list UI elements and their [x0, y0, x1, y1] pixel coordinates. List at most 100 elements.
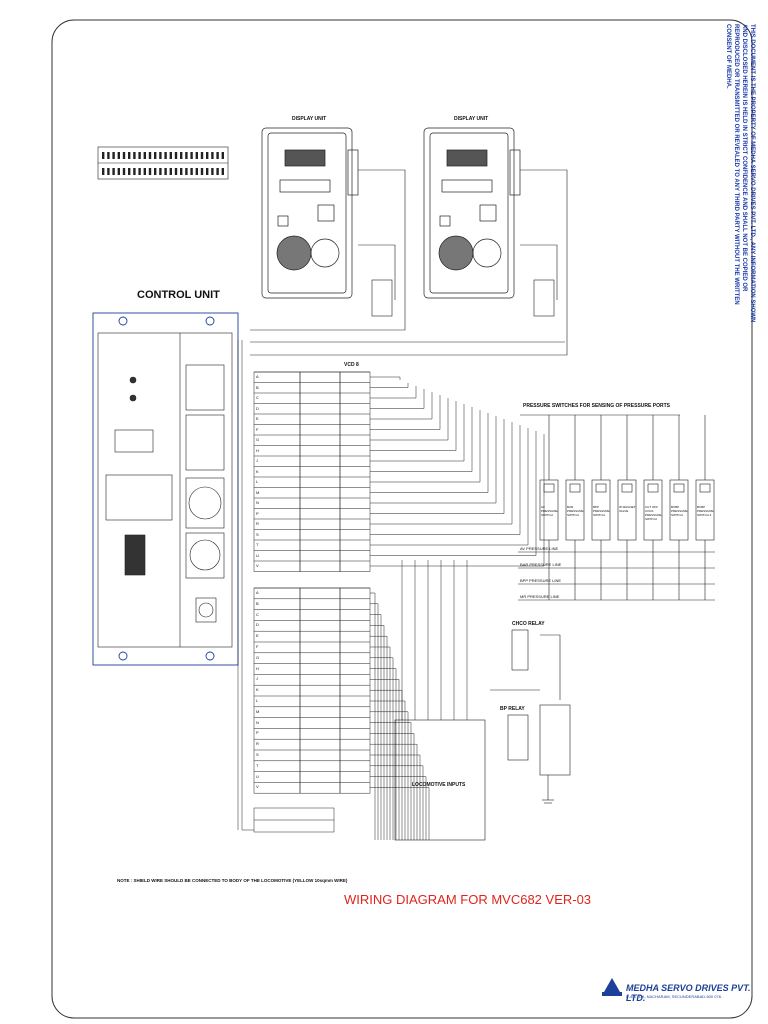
- strip-pin: [169, 152, 172, 159]
- connector-pin-letter: B: [256, 384, 259, 390]
- pressure-switch-contact: [699, 483, 711, 493]
- connector-pin-letter: B: [256, 600, 259, 606]
- wire: [370, 657, 394, 840]
- wire: [370, 592, 376, 840]
- strip-pin: [185, 168, 188, 175]
- pressure-switches-label: PRESSURE SWITCHES FOR SENSING OF PRESSUR…: [523, 403, 670, 409]
- wire: [370, 776, 427, 840]
- wire: [370, 395, 441, 430]
- strip-pin: [206, 152, 209, 159]
- copyright-notice: THIS DOCUMENT IS THE PROPERTY OF MEDHA S…: [725, 24, 755, 323]
- connector-pin-letter: V: [256, 784, 259, 790]
- connector-pin-letter: L: [256, 698, 259, 703]
- wire: [370, 603, 379, 840]
- strip-pin: [117, 152, 120, 159]
- connector-vcd-area: [339, 587, 371, 794]
- connector-pin-letter: C: [256, 395, 259, 400]
- pressure-switch-label: IP MAGNET VALVE: [619, 505, 636, 513]
- vcd-label: VCD 8: [344, 362, 359, 368]
- connector-pin-letter: H: [256, 447, 259, 453]
- connector-pin-letter: D: [256, 622, 259, 628]
- pressure-line-label: BPP PRESSURE LINE: [520, 578, 562, 583]
- connector-pin-letter: G: [256, 437, 260, 442]
- company-address: P-4/5, IDA, NACHARAM, SECUNDERABAD-500 0…: [626, 994, 723, 999]
- strip-pin: [221, 152, 224, 159]
- connector-wire-area: [299, 371, 341, 572]
- connector-block: [253, 587, 301, 794]
- strip-pin: [190, 152, 193, 159]
- wire: [370, 376, 401, 380]
- strip-pin: [102, 168, 105, 175]
- wire: [370, 422, 513, 525]
- wire: [370, 398, 449, 441]
- wire: [370, 668, 397, 840]
- pressure-line-label: AV PRESSURE LINE: [520, 546, 559, 551]
- pressure-switch-label: BCBP PRESSURE SWITCH 2: [697, 505, 714, 517]
- pressure-line-label: MR PRESSURE LINE: [520, 594, 560, 599]
- strip-pin: [164, 152, 167, 159]
- wire: [370, 416, 497, 504]
- strip-pin: [190, 168, 193, 175]
- wire: [370, 722, 412, 840]
- shield-note: NOTE : SHIELD WIRE SHOULD BE CONNECTED T…: [117, 878, 348, 883]
- strip-pin: [216, 152, 219, 159]
- connector-pin-letter: U: [256, 552, 259, 558]
- pressure-switch-contact: [647, 483, 659, 493]
- strip-pin: [174, 152, 178, 159]
- connector-pin-letter: D: [256, 405, 259, 411]
- strip-pin: [154, 152, 157, 159]
- control-unit-label: CONTROL UNIT: [137, 289, 220, 301]
- connector-pin-letter: J: [256, 676, 258, 682]
- locomotive-inputs-label: LOCOMOTIVE INPUTS: [412, 782, 466, 788]
- pressure-switch-label: BCBP PRESSURE SWITCH: [671, 505, 688, 517]
- strip-pin: [216, 168, 219, 175]
- display-unit-1-label: DISPLAY UNIT: [292, 116, 327, 122]
- connector-pin-letter: V: [256, 563, 259, 568]
- strip-pin: [138, 152, 141, 159]
- strip-pin: [164, 168, 167, 175]
- wire: [370, 404, 465, 462]
- connector-pin-letter: F: [256, 644, 259, 649]
- wire: [370, 431, 537, 556]
- connector-pin-letter: F: [256, 426, 259, 432]
- strip-pin: [133, 168, 136, 175]
- strip-pin: [169, 168, 172, 175]
- pressure-switch-contact: [621, 483, 633, 493]
- pressure-switch-label: BAR PRESSURE SWITCH: [567, 505, 584, 517]
- pressure-switch-contact: [569, 483, 581, 493]
- wire: [370, 700, 406, 840]
- strip-pin: [122, 168, 126, 175]
- connector-pin-letter: L: [256, 479, 259, 484]
- wire: [370, 765, 424, 840]
- strip-pin: [185, 152, 188, 159]
- connector-pin-letter: R: [256, 521, 259, 526]
- strip-pin: [180, 152, 183, 159]
- pressure-switch-contact: [673, 483, 685, 493]
- strip-pin: [107, 152, 110, 159]
- connector-pin-letter: K: [256, 468, 259, 474]
- power-box: [253, 807, 335, 833]
- strip-pin: [128, 152, 131, 159]
- wire: [370, 392, 433, 420]
- strip-pin: [211, 152, 214, 159]
- company-logo: [602, 978, 622, 996]
- bp-relay-label: BP RELAY: [500, 706, 525, 712]
- wire: [370, 428, 529, 546]
- connector-pin-letter: T: [256, 762, 259, 768]
- strip-pin: [195, 152, 198, 159]
- display-cables: [250, 169, 568, 356]
- strip-pin: [112, 168, 115, 175]
- wire: [370, 401, 457, 451]
- display-unit-2: [423, 127, 521, 299]
- connector-pin-letter: U: [256, 773, 259, 779]
- connector-block: [253, 371, 301, 572]
- pressure-switch-label: AV PRESSURE SWITCH: [541, 505, 558, 517]
- locomotive-inputs-block: [394, 719, 486, 841]
- connector-pin-letter: K: [256, 687, 259, 693]
- diagram-title: WIRING DIAGRAM FOR MVC682 VER-03: [344, 892, 592, 907]
- connector-pin-letter: H: [256, 665, 259, 671]
- strip-pin: [138, 168, 141, 175]
- sheet-border: [51, 19, 753, 1019]
